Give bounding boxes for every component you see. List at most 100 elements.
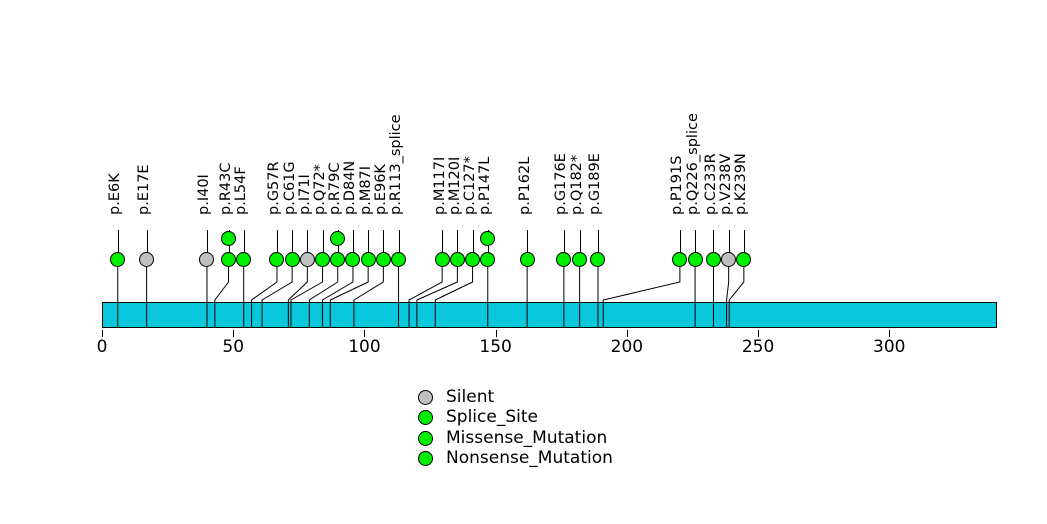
lollipop-dot[interactable] bbox=[315, 251, 331, 267]
axis-tick-100 bbox=[364, 330, 366, 337]
lollipop-dot[interactable] bbox=[672, 251, 688, 267]
lollipop-dot[interactable] bbox=[330, 230, 346, 246]
x-axis-line bbox=[102, 330, 893, 331]
lollipop-stem bbox=[352, 230, 354, 259]
lollipop-dot[interactable] bbox=[721, 251, 737, 267]
axis-tick-label-100: 100 bbox=[348, 337, 381, 357]
lollipop-dot[interactable] bbox=[299, 251, 315, 267]
axis-tick-150 bbox=[495, 330, 497, 337]
lollipop-dot[interactable] bbox=[110, 251, 126, 267]
axis-tick-50 bbox=[233, 330, 235, 337]
lollipop-stem bbox=[146, 230, 148, 259]
lollipop-label: p.D84N bbox=[342, 160, 359, 215]
lollipop-dot[interactable] bbox=[705, 251, 721, 267]
lollipop-label: p.R79C bbox=[327, 162, 344, 215]
lollipop-dot[interactable] bbox=[269, 251, 285, 267]
lollipop-dot[interactable] bbox=[236, 251, 252, 267]
lollipop-label: p.M87I bbox=[357, 165, 374, 215]
legend-swatch-icon bbox=[418, 410, 433, 426]
lollipop-label: p.P147L bbox=[477, 156, 494, 215]
lollipop-stem bbox=[322, 230, 324, 259]
axis-tick-label-0: 0 bbox=[96, 337, 108, 357]
lollipop-dot[interactable] bbox=[360, 251, 376, 267]
legend-swatch-icon bbox=[418, 451, 433, 467]
lollipop-label: p.L54F bbox=[233, 166, 250, 215]
legend-swatch-icon bbox=[418, 390, 433, 405]
lollipop-dot[interactable] bbox=[375, 251, 391, 267]
lollipop-label: p.G176E bbox=[553, 153, 570, 215]
protein-backbone-bar bbox=[102, 302, 997, 328]
lollipop-dot[interactable] bbox=[284, 251, 300, 267]
lollipop-dot[interactable] bbox=[330, 251, 346, 267]
lollipop-dot[interactable] bbox=[434, 251, 450, 267]
lollipop-dot[interactable] bbox=[465, 251, 481, 267]
lollipop-stem bbox=[679, 230, 681, 259]
lollipop-label: p.Q182* bbox=[569, 154, 586, 215]
lollipop-label: p.R43C bbox=[218, 162, 234, 215]
axis-tick-200 bbox=[626, 330, 628, 337]
lollipop-dot[interactable] bbox=[556, 251, 572, 267]
axis-tick-0 bbox=[102, 330, 103, 337]
axis-tick-250 bbox=[758, 330, 760, 337]
lollipop-label: p.I71I bbox=[296, 174, 313, 215]
lollipop-stem bbox=[368, 230, 370, 259]
lollipop-stem bbox=[527, 230, 529, 259]
lollipop-dot[interactable] bbox=[139, 251, 155, 267]
lollipop-label: p.V238V bbox=[718, 153, 735, 215]
lollipop-label: p.I40I bbox=[196, 174, 213, 215]
lollipop-label: p.E6K bbox=[107, 173, 124, 215]
lollipop-label: p.K239N bbox=[733, 153, 750, 215]
lollipop-stem bbox=[398, 230, 400, 259]
lollipop-label: p.C61G bbox=[281, 161, 298, 215]
legend-label: Missense_Mutation bbox=[446, 427, 608, 448]
lollipop-dot[interactable] bbox=[590, 251, 606, 267]
axis-tick-label-300: 300 bbox=[873, 337, 906, 357]
lollipop-stem bbox=[597, 230, 599, 259]
legend-label: Splice_Site bbox=[446, 407, 538, 428]
axis-tick-300 bbox=[889, 330, 891, 337]
axis-tick-label-150: 150 bbox=[479, 337, 512, 357]
lollipop-label: p.C127* bbox=[462, 156, 479, 215]
lollipop-label: p.Q226_splice bbox=[684, 113, 701, 215]
lollipop-label: p.G57R bbox=[266, 161, 283, 215]
lollipop-stem bbox=[728, 230, 730, 259]
lollipop-stem bbox=[206, 230, 208, 259]
legend-label: Silent bbox=[446, 387, 495, 407]
lollipop-label: p.E96K bbox=[372, 164, 389, 215]
lollipop-stem bbox=[442, 230, 444, 259]
lollipop-stem bbox=[563, 230, 565, 259]
lollipop-label: p.C233R bbox=[702, 153, 719, 215]
lollipop-dot[interactable] bbox=[221, 230, 236, 246]
lollipop-dot[interactable] bbox=[480, 251, 496, 267]
lollipop-label: p.Q72* bbox=[312, 164, 329, 215]
lollipop-dot[interactable] bbox=[572, 251, 588, 267]
lollipop-dot[interactable] bbox=[480, 230, 496, 246]
lollipop-stem bbox=[695, 230, 697, 259]
axis-tick-label-200: 200 bbox=[610, 337, 644, 357]
lollipop-stem bbox=[472, 230, 474, 259]
lollipop-label: p.E17E bbox=[136, 164, 153, 215]
lollipop-stem bbox=[457, 230, 459, 259]
lollipop-label: p.P162L bbox=[516, 156, 533, 215]
lollipop-label: p.G189E bbox=[587, 153, 604, 215]
lollipop-stem bbox=[117, 230, 119, 259]
lollipop-label: p.M117I bbox=[431, 156, 448, 215]
legend-swatch-icon bbox=[418, 430, 433, 446]
lollipop-label: p.R113_splice bbox=[388, 114, 405, 215]
lollipop-stem bbox=[383, 230, 385, 259]
lollipop-stem bbox=[713, 230, 715, 259]
lollipop-dot[interactable] bbox=[391, 251, 407, 267]
legend-label: Nonsense_Mutation bbox=[446, 448, 613, 469]
lollipop-dot[interactable] bbox=[449, 251, 465, 267]
lollipop-dot[interactable] bbox=[199, 251, 215, 267]
lollipop-dot[interactable] bbox=[345, 251, 361, 267]
lollipop-label: p.P191S bbox=[669, 155, 686, 215]
lollipop-label: p.M120I bbox=[446, 156, 463, 215]
lollipop-stem bbox=[743, 230, 745, 259]
lollipop-dot[interactable] bbox=[519, 251, 535, 267]
lollipop-dot[interactable] bbox=[736, 251, 752, 267]
lollipop-dot[interactable] bbox=[687, 251, 703, 267]
axis-tick-label-250: 250 bbox=[741, 337, 775, 357]
lollipop-dot[interactable] bbox=[221, 251, 236, 267]
